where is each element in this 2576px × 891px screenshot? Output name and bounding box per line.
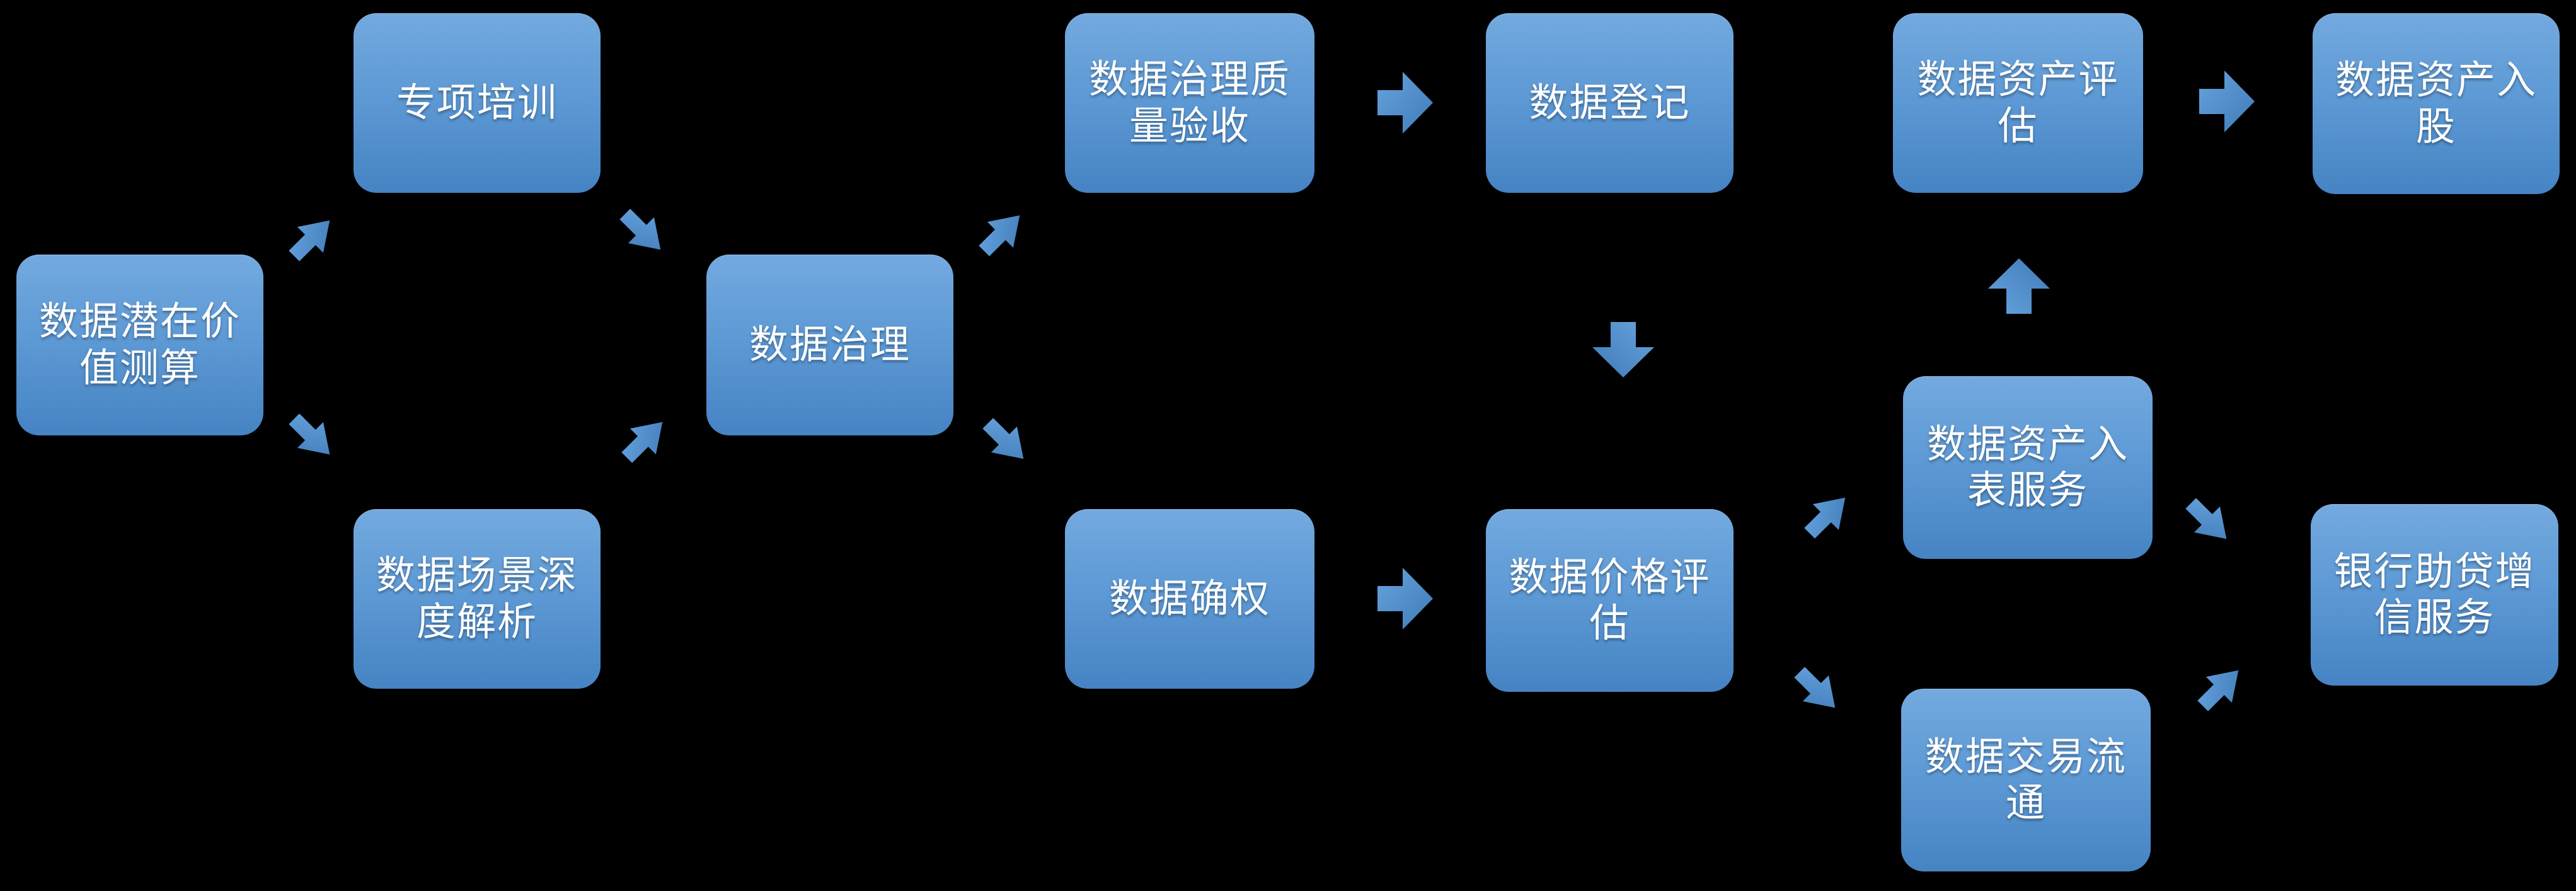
node-label: 数据资产入表服务 xyxy=(1926,422,2129,512)
arrow-price-evaluation-to-balance-sheet-service-icon xyxy=(1804,497,1846,539)
node-label: 数据登记 xyxy=(1529,81,1691,125)
node-data-asset-equity: 数据资产入股 xyxy=(2313,13,2560,194)
arrow-balance-sheet-service-to-asset-evaluation-icon xyxy=(1988,258,2050,314)
node-label: 数据场景深度解析 xyxy=(376,554,578,644)
arrow-price-evaluation-to-trading-circulation-icon xyxy=(1794,667,1836,708)
node-data-asset-evaluation: 数据资产评估 xyxy=(1893,13,2143,193)
node-label: 数据交易流通 xyxy=(1924,735,2127,825)
node-label: 专项培训 xyxy=(396,81,558,125)
node-label: 银行助贷增信服务 xyxy=(2333,549,2536,640)
node-data-price-evaluation: 数据价格评估 xyxy=(1486,509,1734,692)
arrow-registration-to-price-evaluation-icon xyxy=(1592,322,1654,377)
node-label: 数据资产评估 xyxy=(1917,58,2119,148)
arrow-asset-evaluation-to-asset-equity-icon xyxy=(2199,71,2255,132)
arrow-potential-value-to-scenario-analysis-icon xyxy=(289,413,330,455)
node-label: 数据确权 xyxy=(1108,577,1270,621)
node-data-rights-confirmation: 数据确权 xyxy=(1065,509,1314,689)
arrow-trading-circulation-to-bank-loan-icon xyxy=(2197,670,2239,711)
node-governance-quality-acceptance: 数据治理质量验收 xyxy=(1065,13,1314,193)
arrow-special-training-to-data-governance-icon xyxy=(619,209,661,250)
arrow-rights-confirmation-to-price-evaluation-icon xyxy=(1377,568,1433,629)
arrow-data-governance-to-rights-confirmation-icon xyxy=(982,418,1024,459)
node-bank-loan-credit-service: 银行助贷增信服务 xyxy=(2311,504,2558,686)
node-special-training: 专项培训 xyxy=(354,13,601,193)
node-label: 数据价格评估 xyxy=(1509,555,1711,645)
arrow-data-governance-to-quality-acceptance-icon xyxy=(979,215,1020,256)
node-label: 数据潜在价值测算 xyxy=(38,300,241,390)
node-asset-balance-sheet-service: 数据资产入表服务 xyxy=(1903,376,2153,559)
arrow-scenario-analysis-to-data-governance-icon xyxy=(621,422,663,463)
arrow-potential-value-to-special-training-icon xyxy=(289,220,330,262)
node-label: 数据治理 xyxy=(749,323,911,367)
node-data-governance: 数据治理 xyxy=(706,255,953,435)
arrow-balance-sheet-service-to-bank-loan-icon xyxy=(2185,498,2227,539)
node-data-trading-circulation: 数据交易流通 xyxy=(1901,689,2151,871)
node-label: 数据资产入股 xyxy=(2335,59,2537,149)
node-label: 数据治理质量验收 xyxy=(1088,58,1291,148)
node-potential-value: 数据潜在价值测算 xyxy=(16,255,263,435)
arrow-quality-acceptance-to-registration-icon xyxy=(1377,72,1433,134)
node-data-registration: 数据登记 xyxy=(1486,13,1734,193)
node-scenario-analysis: 数据场景深度解析 xyxy=(354,509,601,689)
